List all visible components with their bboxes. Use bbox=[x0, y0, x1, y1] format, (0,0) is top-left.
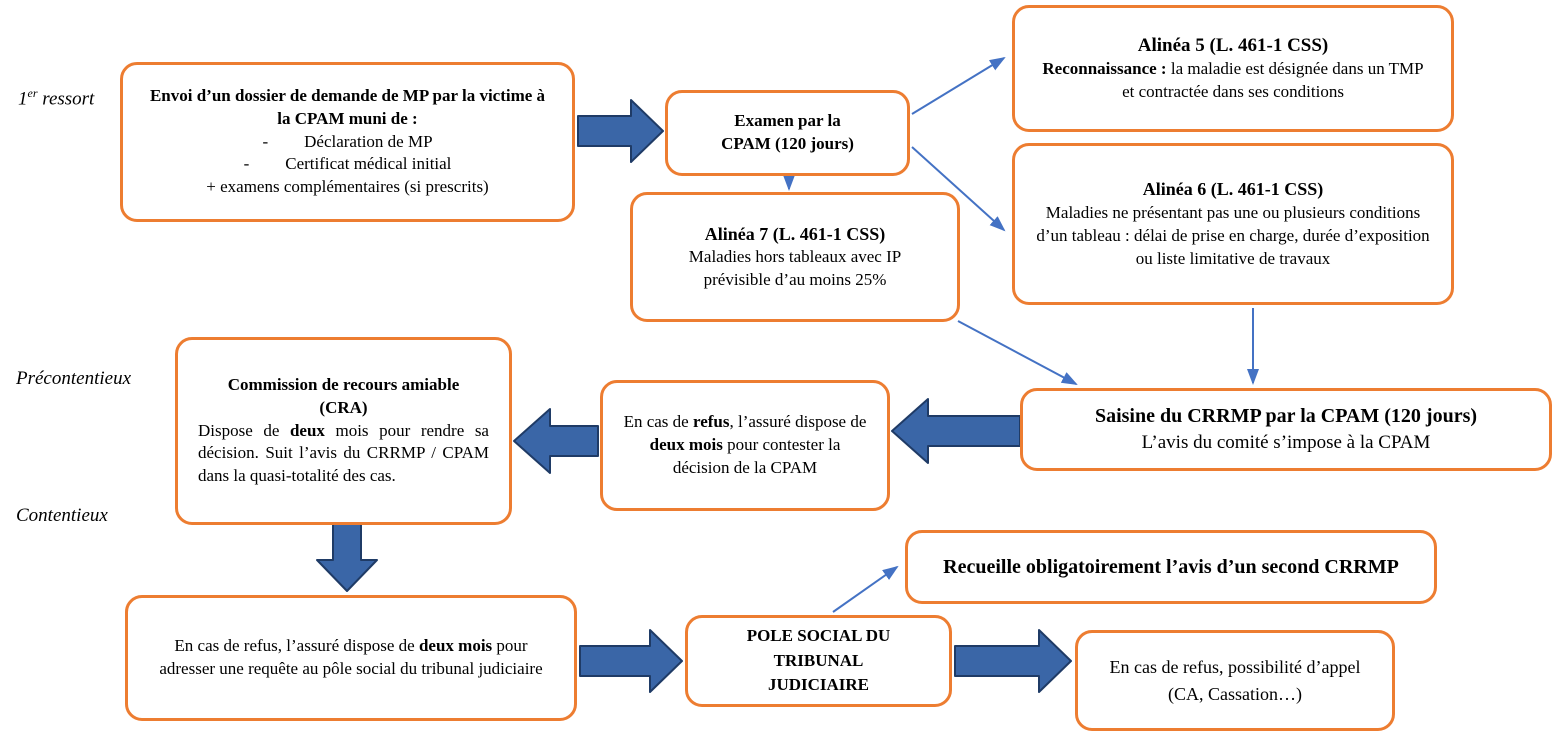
box-contester-b1: refus bbox=[692, 412, 730, 432]
label-premier-ressort: 1er ressort bbox=[18, 86, 94, 110]
box-saisine-title: Saisine du CRRMP par la CPAM (120 jours) bbox=[1094, 405, 1478, 428]
box-pole-social: POLE SOCIAL DU TRIBUNAL JUDICIAIRE bbox=[685, 615, 952, 707]
box-alinea7-title: Alinéa 7 (L. 461-1 CSS) bbox=[704, 223, 886, 244]
box-pole-social-title: POLE SOCIAL DU TRIBUNAL JUDICIAIRE bbox=[746, 626, 891, 695]
box-envoi-dossier: Envoi d’un dossier de demande de MP par … bbox=[120, 62, 575, 222]
box-cra-b1: deux bbox=[289, 420, 325, 440]
box-alinea5-lead: Reconnaissance : bbox=[1042, 59, 1167, 79]
box-cra-body: Dispose de deux mois pour rendre sa déci… bbox=[198, 420, 489, 489]
box-envoi-item3: + examens complémentaires (si prescrits) bbox=[206, 177, 489, 197]
box-alinea6-body: Maladies ne présentant pas une ou plusie… bbox=[1036, 202, 1430, 268]
box-envoi-item1: - Déclaration de MP bbox=[262, 131, 432, 154]
label-premier-ressort-num: 1 bbox=[18, 88, 28, 110]
box-alinea7-body: Maladies hors tableaux avec IP prévisibl… bbox=[688, 247, 902, 290]
arrow-examen-to-alinea6 bbox=[911, 146, 1006, 232]
block-arrow-requete-to-pole bbox=[579, 629, 683, 693]
box-envoi-item1-text: Déclaration de MP bbox=[304, 131, 433, 151]
box-cra-title: Commission de recours amiable (CRA) bbox=[227, 374, 460, 417]
block-arrow-envoi-to-examen bbox=[577, 99, 664, 163]
box-examen-title: Examen par la CPAM (120 jours) bbox=[721, 111, 854, 153]
box-contester-p3: pour contester la décision de la CPAM bbox=[672, 435, 841, 477]
box-contester-b2: deux mois bbox=[649, 435, 723, 455]
arrow-alinea7-to-saisine bbox=[957, 320, 1078, 385]
box-requete-p1: En cas de refus, l’assuré dispose de bbox=[174, 636, 419, 656]
block-arrow-saisine-to-contester bbox=[891, 398, 1021, 464]
box-contester-p2: , l’assuré dispose de bbox=[729, 412, 867, 432]
box-cra-p2: mois pour rendre sa décision. Suit l’avi… bbox=[198, 420, 489, 486]
box-contester-decision: En cas de refus, l’assuré dispose de deu… bbox=[600, 380, 890, 511]
label-premier-ressort-rest: ressort bbox=[37, 88, 95, 110]
box-second-crrmp-title: Recueille obligatoirement l’avis d’un se… bbox=[943, 555, 1399, 578]
box-envoi-item2: - Certificat médical initial bbox=[244, 153, 452, 176]
box-alinea5-title: Alinéa 5 (L. 461-1 CSS) bbox=[1137, 34, 1329, 56]
box-saisine-crrmp: Saisine du CRRMP par la CPAM (120 jours)… bbox=[1020, 388, 1552, 471]
box-requete-b1: deux mois bbox=[418, 636, 493, 656]
label-premier-ressort-sup: er bbox=[27, 86, 38, 100]
block-arrow-pole-to-appel bbox=[954, 629, 1072, 693]
box-alinea6: Alinéa 6 (L. 461-1 CSS) Maladies ne prés… bbox=[1012, 143, 1454, 305]
box-second-crrmp: Recueille obligatoirement l’avis d’un se… bbox=[905, 530, 1437, 604]
box-requete-pole-social: En cas de refus, l’assuré dispose de deu… bbox=[125, 595, 577, 721]
box-envoi-title: Envoi d’un dossier de demande de MP par … bbox=[149, 85, 546, 128]
arrow-pole-to-second-crrmp bbox=[832, 565, 899, 613]
box-appel-body: En cas de refus, possibilité d’appel (CA… bbox=[1109, 656, 1361, 704]
box-envoi-item1-bullet: - bbox=[262, 131, 269, 151]
block-arrow-contester-to-cra bbox=[513, 408, 599, 474]
box-contester-text: En cas de refus, l’assuré dispose de deu… bbox=[623, 411, 867, 480]
box-envoi-item2-text: Certificat médical initial bbox=[285, 154, 452, 174]
box-cra-p1: Dispose de bbox=[198, 420, 290, 440]
label-precontentieux: Précontentieux bbox=[16, 368, 132, 389]
box-contester-p1: En cas de bbox=[623, 412, 693, 432]
box-cra: Commission de recours amiable (CRA) Disp… bbox=[175, 337, 512, 525]
box-saisine-subtitle: L’avis du comité s’impose à la CPAM bbox=[1141, 432, 1431, 454]
label-contentieux: Contentieux bbox=[16, 505, 108, 526]
box-envoi-item2-bullet: - bbox=[243, 154, 250, 174]
box-requete-text: En cas de refus, l’assuré dispose de deu… bbox=[148, 635, 554, 681]
arrow-examen-to-alinea5 bbox=[911, 56, 1006, 115]
box-appel: En cas de refus, possibilité d’appel (CA… bbox=[1075, 630, 1395, 731]
box-alinea5-text: la maladie est désignée dans un TMP et c… bbox=[1122, 59, 1424, 102]
box-alinea5-body: Reconnaissance : la maladie est désignée… bbox=[1035, 58, 1431, 104]
box-examen-cpam: Examen par la CPAM (120 jours) bbox=[665, 90, 910, 176]
box-alinea7: Alinéa 7 (L. 461-1 CSS) Maladies hors ta… bbox=[630, 192, 960, 322]
box-requete-p2: pour adresser une requête au pôle social… bbox=[159, 636, 543, 678]
box-alinea5: Alinéa 5 (L. 461-1 CSS) Reconnaissance :… bbox=[1012, 5, 1454, 132]
box-alinea6-title: Alinéa 6 (L. 461-1 CSS) bbox=[1142, 179, 1324, 200]
